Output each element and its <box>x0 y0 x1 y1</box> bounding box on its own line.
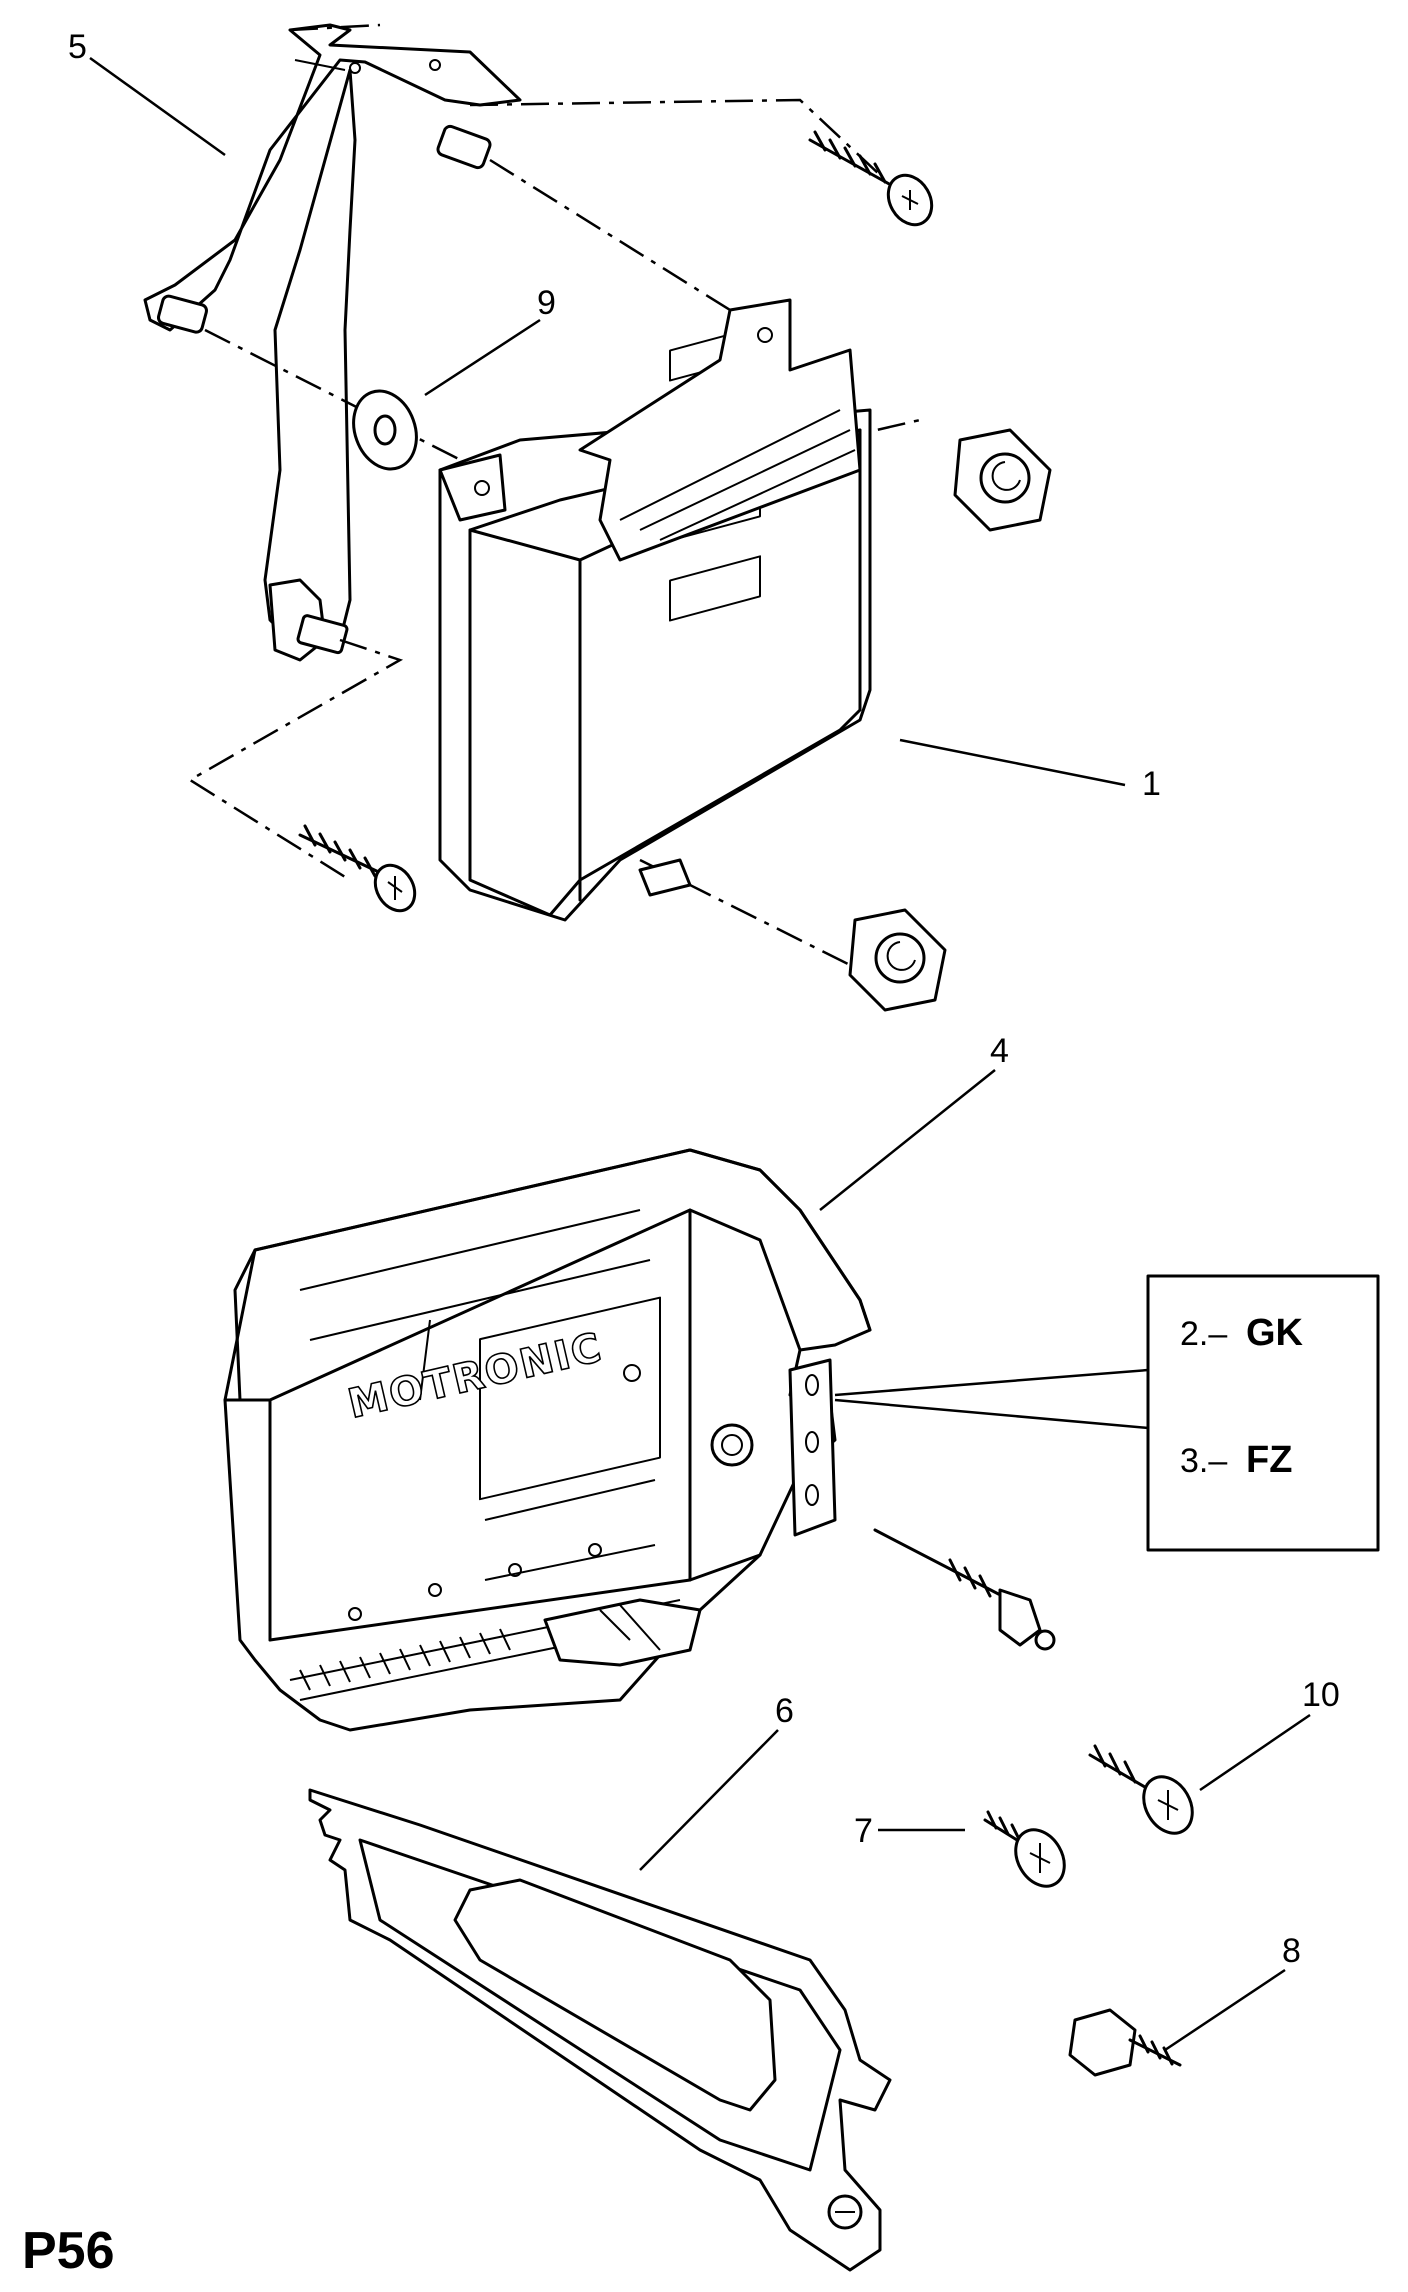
legend-row1-code: GK <box>1246 1312 1304 1354</box>
legend-row1-prefix: 2.– <box>1180 1315 1227 1353</box>
screw-upper <box>808 130 934 227</box>
page-code: P56 <box>22 2222 115 2280</box>
callout-10: 10 <box>1302 1676 1340 1714</box>
nut-upper <box>953 428 1052 532</box>
callout-5: 5 <box>68 28 87 66</box>
long-bolt <box>873 1528 1056 1651</box>
bracket-plate-part-6 <box>308 1788 892 2272</box>
screw-part-7 <box>983 1810 1066 1888</box>
washer-part-9 <box>352 389 418 471</box>
callout-7: 7 <box>854 1812 873 1850</box>
callout-4: 4 <box>990 1032 1009 1070</box>
callout-9: 9 <box>537 284 556 322</box>
legend-box <box>834 1274 1380 1552</box>
legend-row2-code: FZ <box>1246 1439 1292 1481</box>
control-unit-part-1 <box>438 298 872 922</box>
callout-1: 1 <box>1142 765 1161 803</box>
legend-row2-prefix: 3.– <box>1180 1442 1227 1480</box>
callout-leaders <box>89 56 1311 2052</box>
screw-part-10 <box>1088 1744 1194 1835</box>
callout-6: 6 <box>775 1692 794 1730</box>
motronic-unit-part-4 <box>223 1148 872 1732</box>
screw-lower-left <box>298 824 417 913</box>
mounting-bracket-part-5 <box>143 23 522 662</box>
bolt-part-8 <box>1068 2008 1182 2077</box>
nut-lower <box>848 908 947 1012</box>
callout-8: 8 <box>1282 1932 1301 1970</box>
